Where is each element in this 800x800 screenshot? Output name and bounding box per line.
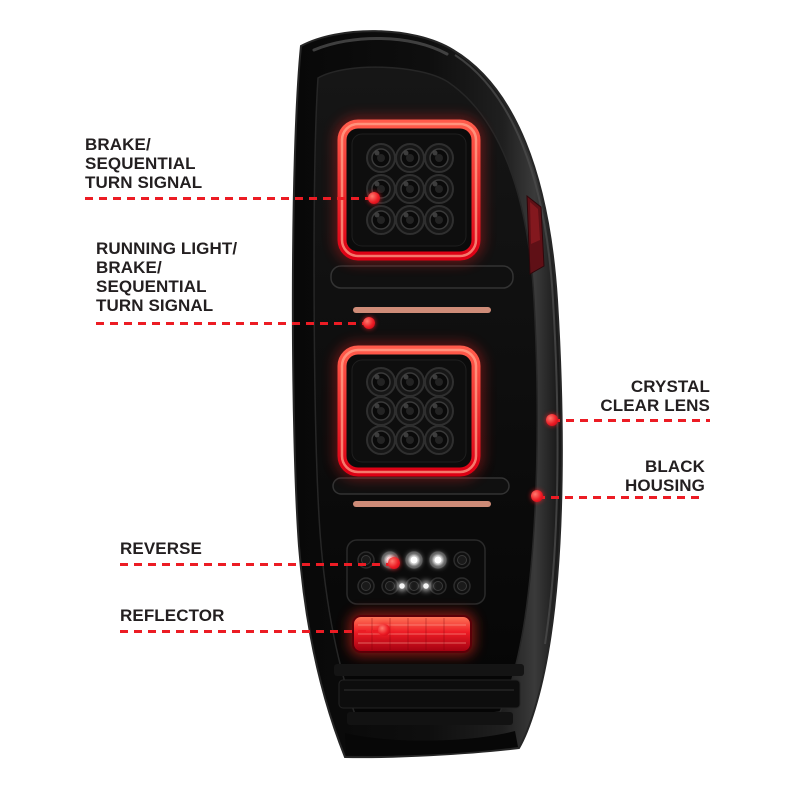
reflector-bar bbox=[349, 612, 475, 656]
led-optic bbox=[424, 367, 454, 397]
callout-leader-brake bbox=[85, 197, 374, 200]
led-optic bbox=[395, 143, 425, 173]
led-optic bbox=[424, 143, 454, 173]
bezel-bar-upper bbox=[330, 265, 514, 289]
reverse-light bbox=[346, 539, 486, 605]
led-optic bbox=[366, 425, 396, 455]
led-optic bbox=[395, 174, 425, 204]
led-optic bbox=[395, 367, 425, 397]
callout-dot-brake bbox=[368, 192, 380, 204]
led-optic bbox=[395, 396, 425, 426]
callout-label-reverse: REVERSE bbox=[120, 539, 202, 558]
callout-leader-running-light bbox=[96, 322, 368, 325]
led-optic bbox=[424, 425, 454, 455]
callout-label-running-light: RUNNING LIGHT/ BRAKE/ SEQUENTIAL TURN SI… bbox=[96, 239, 238, 315]
callout-leader-black-housing bbox=[537, 496, 705, 499]
callout-leader-reflector bbox=[120, 630, 383, 633]
led-optic bbox=[395, 425, 425, 455]
led-optic bbox=[424, 174, 454, 204]
led-optic bbox=[366, 367, 396, 397]
callout-dot-black-housing bbox=[531, 490, 543, 502]
callout-label-brake: BRAKE/ SEQUENTIAL TURN SIGNAL bbox=[85, 135, 203, 192]
callout-label-crystal-lens: CRYSTAL CLEAR LENS bbox=[600, 377, 710, 415]
led-optic bbox=[366, 143, 396, 173]
mounting-base bbox=[334, 664, 524, 756]
reverse-led bbox=[453, 577, 471, 595]
side-marker-reflector bbox=[526, 194, 545, 275]
led-optic bbox=[395, 205, 425, 235]
callout-leader-reverse bbox=[120, 563, 393, 566]
running-light-bar-lower bbox=[336, 473, 508, 645]
reverse-led bbox=[381, 577, 399, 595]
callout-dot-running-light bbox=[363, 317, 375, 329]
callout-label-reflector: REFLECTOR bbox=[120, 606, 225, 625]
callout-leader-crystal-lens bbox=[552, 419, 710, 422]
reverse-led bbox=[453, 551, 471, 569]
callout-dot-reverse bbox=[388, 557, 400, 569]
reverse-led bbox=[357, 577, 375, 595]
led-optic bbox=[424, 396, 454, 426]
housing-sheen-top bbox=[312, 37, 449, 56]
reverse-led bbox=[405, 577, 423, 595]
led-optic bbox=[366, 396, 396, 426]
reverse-led bbox=[429, 577, 447, 595]
callout-dot-crystal-lens bbox=[546, 414, 558, 426]
callout-dot-reflector bbox=[378, 624, 390, 636]
housing-edge-highlight bbox=[454, 54, 559, 645]
middle-led-cluster bbox=[334, 342, 484, 480]
callout-label-black-housing: BLACK HOUSING bbox=[624, 457, 705, 495]
running-light-bar-upper bbox=[336, 251, 508, 345]
brake-led-cluster bbox=[334, 116, 484, 264]
led-optic bbox=[424, 205, 454, 235]
led-optic bbox=[366, 205, 396, 235]
